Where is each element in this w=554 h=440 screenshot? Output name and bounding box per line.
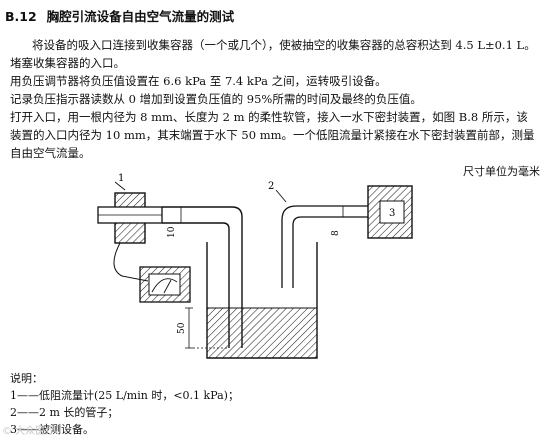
flowmeter (97, 192, 163, 244)
dim-hose-8: 8 (331, 230, 341, 236)
paragraph-3: 记录负压指示器读数从 0 增加到设置负压值的 95%所需的时间及最终的负压值。 (10, 92, 422, 106)
legend-item-1: 1——低阻流量计(25 L/min 时，<0.1 kPa)； (10, 389, 239, 402)
device-under-test (367, 185, 413, 239)
section-number: B.12 (5, 9, 37, 24)
paragraph-1-cont: 堵塞收集容器的入口。 (10, 56, 125, 70)
pressure-gauge (139, 266, 191, 303)
paragraph-4: 打开入口，用一根内径为 8 mm、长度为 2 m 的柔性软管，接入一水下密封装置… (10, 110, 528, 124)
label-2: 2 (268, 181, 274, 192)
hose (281, 205, 368, 288)
water-seal-container (206, 242, 318, 359)
legend-item-2: 2——2 m 长的管子； (10, 406, 119, 419)
figure-b8-diagram: 1 10 50 (97, 173, 413, 359)
paragraph-4-line2: 装置的入口内径为 10 mm，其末端置于水下 50 mm。一个低阻流量计紧接在水… (10, 128, 535, 142)
label-3: 3 (389, 208, 395, 219)
section-heading: B.12 胸腔引流设备自由空气流量的测试 (5, 6, 234, 25)
section-title: 胸腔引流设备自由空气流量的测试 (46, 9, 235, 24)
dim-depth-50: 50 (177, 322, 187, 334)
legend-title: 说明： (10, 372, 43, 385)
legend-item-3: 3——被测设备。 (10, 423, 94, 436)
unit-note: 尺寸单位为毫米 (463, 165, 540, 178)
watermark: © 大众医疗 (2, 426, 56, 437)
paragraph-4-line3: 自由空气流量。 (10, 146, 91, 160)
paragraph-1: 将设备的吸入口连接到收集容器（一个或几个），使被抽空的收集容器的总容积达到 4.… (32, 38, 536, 52)
paragraph-2: 用负压调节器将负压值设置在 6.6 kPa 至 7.4 kPa 之间，运转吸引设… (10, 74, 387, 88)
dim-inlet-10: 10 (167, 226, 177, 238)
label-1: 1 (118, 173, 124, 184)
